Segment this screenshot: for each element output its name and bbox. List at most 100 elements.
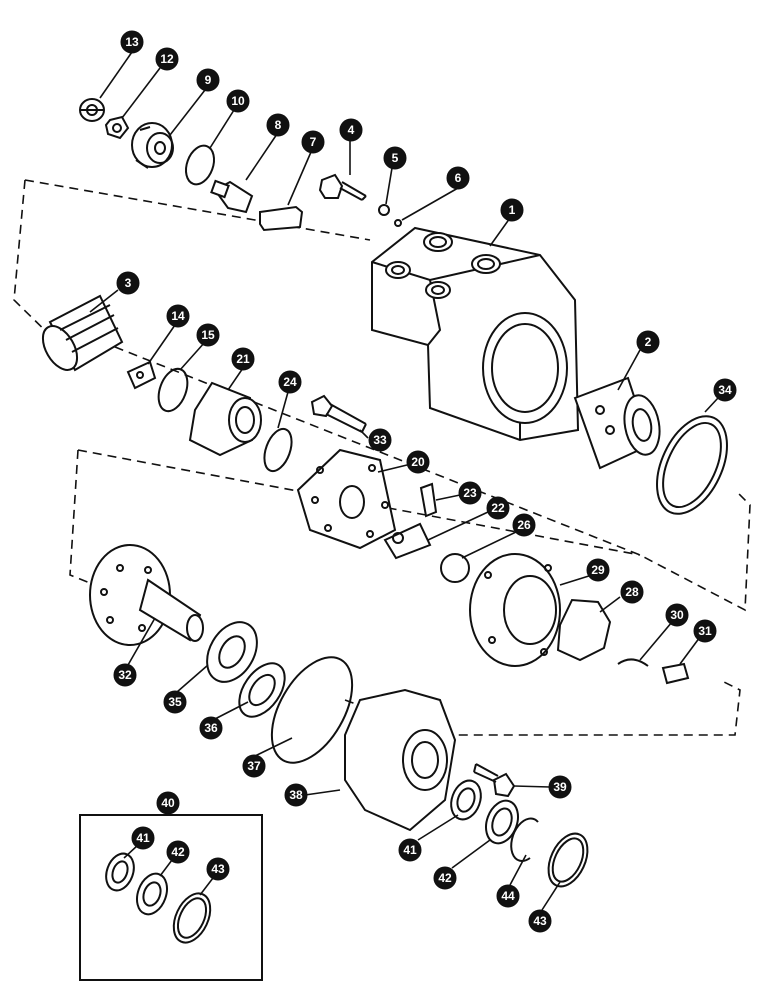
callout-badge (196, 323, 220, 347)
callout-13: 13 (120, 30, 144, 54)
callout-label: 20 (411, 455, 425, 469)
callout-34: 34 (713, 378, 737, 402)
callout-badge (155, 47, 179, 71)
callout-label: 22 (491, 501, 505, 515)
callout-label: 8 (275, 118, 282, 132)
callout-4: 4 (339, 118, 363, 142)
callout-29: 29 (586, 558, 610, 582)
callout-badge (713, 378, 737, 402)
part-38-end-cap (344, 688, 457, 832)
callout-22: 22 (486, 496, 510, 520)
part-30-clip (617, 658, 649, 667)
callout-badge (199, 716, 223, 740)
callout-badge (206, 857, 230, 881)
callout-36: 36 (199, 716, 223, 740)
callout-6: 6 (446, 166, 470, 190)
part-6-ball (394, 219, 402, 227)
callout-badge (116, 271, 140, 295)
part-1-housing (371, 226, 580, 442)
callout-badge (156, 791, 180, 815)
part-34-seal-ring (656, 415, 728, 515)
part-15-o-ring (157, 367, 189, 413)
part-14-pin (126, 360, 157, 390)
part-22-drive-link (383, 522, 432, 560)
callout-badge (242, 754, 266, 778)
callout-badge (278, 370, 302, 394)
part-9-cap (131, 122, 174, 169)
callout-badge (196, 68, 220, 92)
part-12-nut (104, 115, 130, 140)
callout-badge (226, 89, 250, 113)
callout-badge (496, 884, 520, 908)
part-32-drive-shaft (89, 544, 204, 646)
callout-badge (665, 603, 689, 627)
callout-8: 8 (266, 113, 290, 137)
callout-43: 43 (528, 909, 552, 933)
callout-badge (620, 580, 644, 604)
callout-41: 41 (398, 838, 422, 862)
part-39-bolt (473, 763, 516, 798)
callout-30: 30 (665, 603, 689, 627)
callout-14: 14 (166, 304, 190, 328)
kit-part-43-ring (172, 892, 212, 944)
callout-label: 32 (118, 668, 132, 682)
callout-badge (231, 347, 255, 371)
callout-31: 31 (693, 619, 717, 643)
callout-badge (301, 130, 325, 154)
callout-badge (636, 330, 660, 354)
callout-label: 36 (204, 721, 218, 735)
callout-badge (500, 198, 524, 222)
callout-badge (339, 118, 363, 142)
callout-label: 23 (463, 486, 477, 500)
callout-label: 37 (247, 759, 261, 773)
callout-badge (166, 304, 190, 328)
callout-37: 37 (242, 754, 266, 778)
part-23-pin (419, 482, 438, 518)
part-29-gerotor-ring (469, 553, 561, 667)
callout-7: 7 (301, 130, 325, 154)
callout-label: 1 (509, 203, 516, 217)
kit-part-41-seal (105, 852, 135, 892)
callout-badge (266, 113, 290, 137)
callout-label: 42 (438, 871, 452, 885)
callout-badge (368, 428, 392, 452)
callout-label: 24 (283, 375, 297, 389)
callout-label: 15 (201, 328, 215, 342)
callout-label: 44 (501, 889, 515, 903)
callout-label: 9 (205, 73, 212, 87)
callout-label: 38 (289, 788, 303, 802)
callout-9: 9 (196, 68, 220, 92)
upper-dashed-outline-top (24, 179, 371, 241)
callout-label: 13 (125, 35, 139, 49)
callout-40: 40 (156, 791, 180, 815)
leader-lines (89, 51, 719, 911)
callout-12: 12 (155, 47, 179, 71)
callout-label: 31 (698, 624, 712, 638)
callout-28: 28 (620, 580, 644, 604)
callout-label: 12 (160, 52, 174, 66)
callout-39: 39 (548, 775, 572, 799)
part-24-o-ring (263, 427, 293, 473)
callout-5: 5 (383, 146, 407, 170)
kit-part-42-seal (136, 872, 168, 916)
callout-badge (284, 783, 308, 807)
part-28-gerotor-star (556, 598, 612, 662)
callout-label: 21 (236, 352, 250, 366)
callout-42-kit: 42 (166, 840, 190, 864)
callout-label: 26 (517, 518, 531, 532)
callout-35: 35 (163, 690, 187, 714)
callout-21: 21 (231, 347, 255, 371)
callout-label: 2 (645, 335, 652, 349)
part-20-plate (296, 448, 397, 550)
callout-32: 32 (113, 663, 137, 687)
callout-label: 29 (591, 563, 605, 577)
callout-15: 15 (196, 323, 220, 347)
callout-label: 34 (718, 383, 732, 397)
callout-badge (486, 496, 510, 520)
callout-label: 35 (168, 695, 182, 709)
callout-badge (131, 826, 155, 850)
callout-badge (398, 838, 422, 862)
part-31-key (661, 662, 690, 685)
upper-dashed-outline (13, 179, 751, 612)
